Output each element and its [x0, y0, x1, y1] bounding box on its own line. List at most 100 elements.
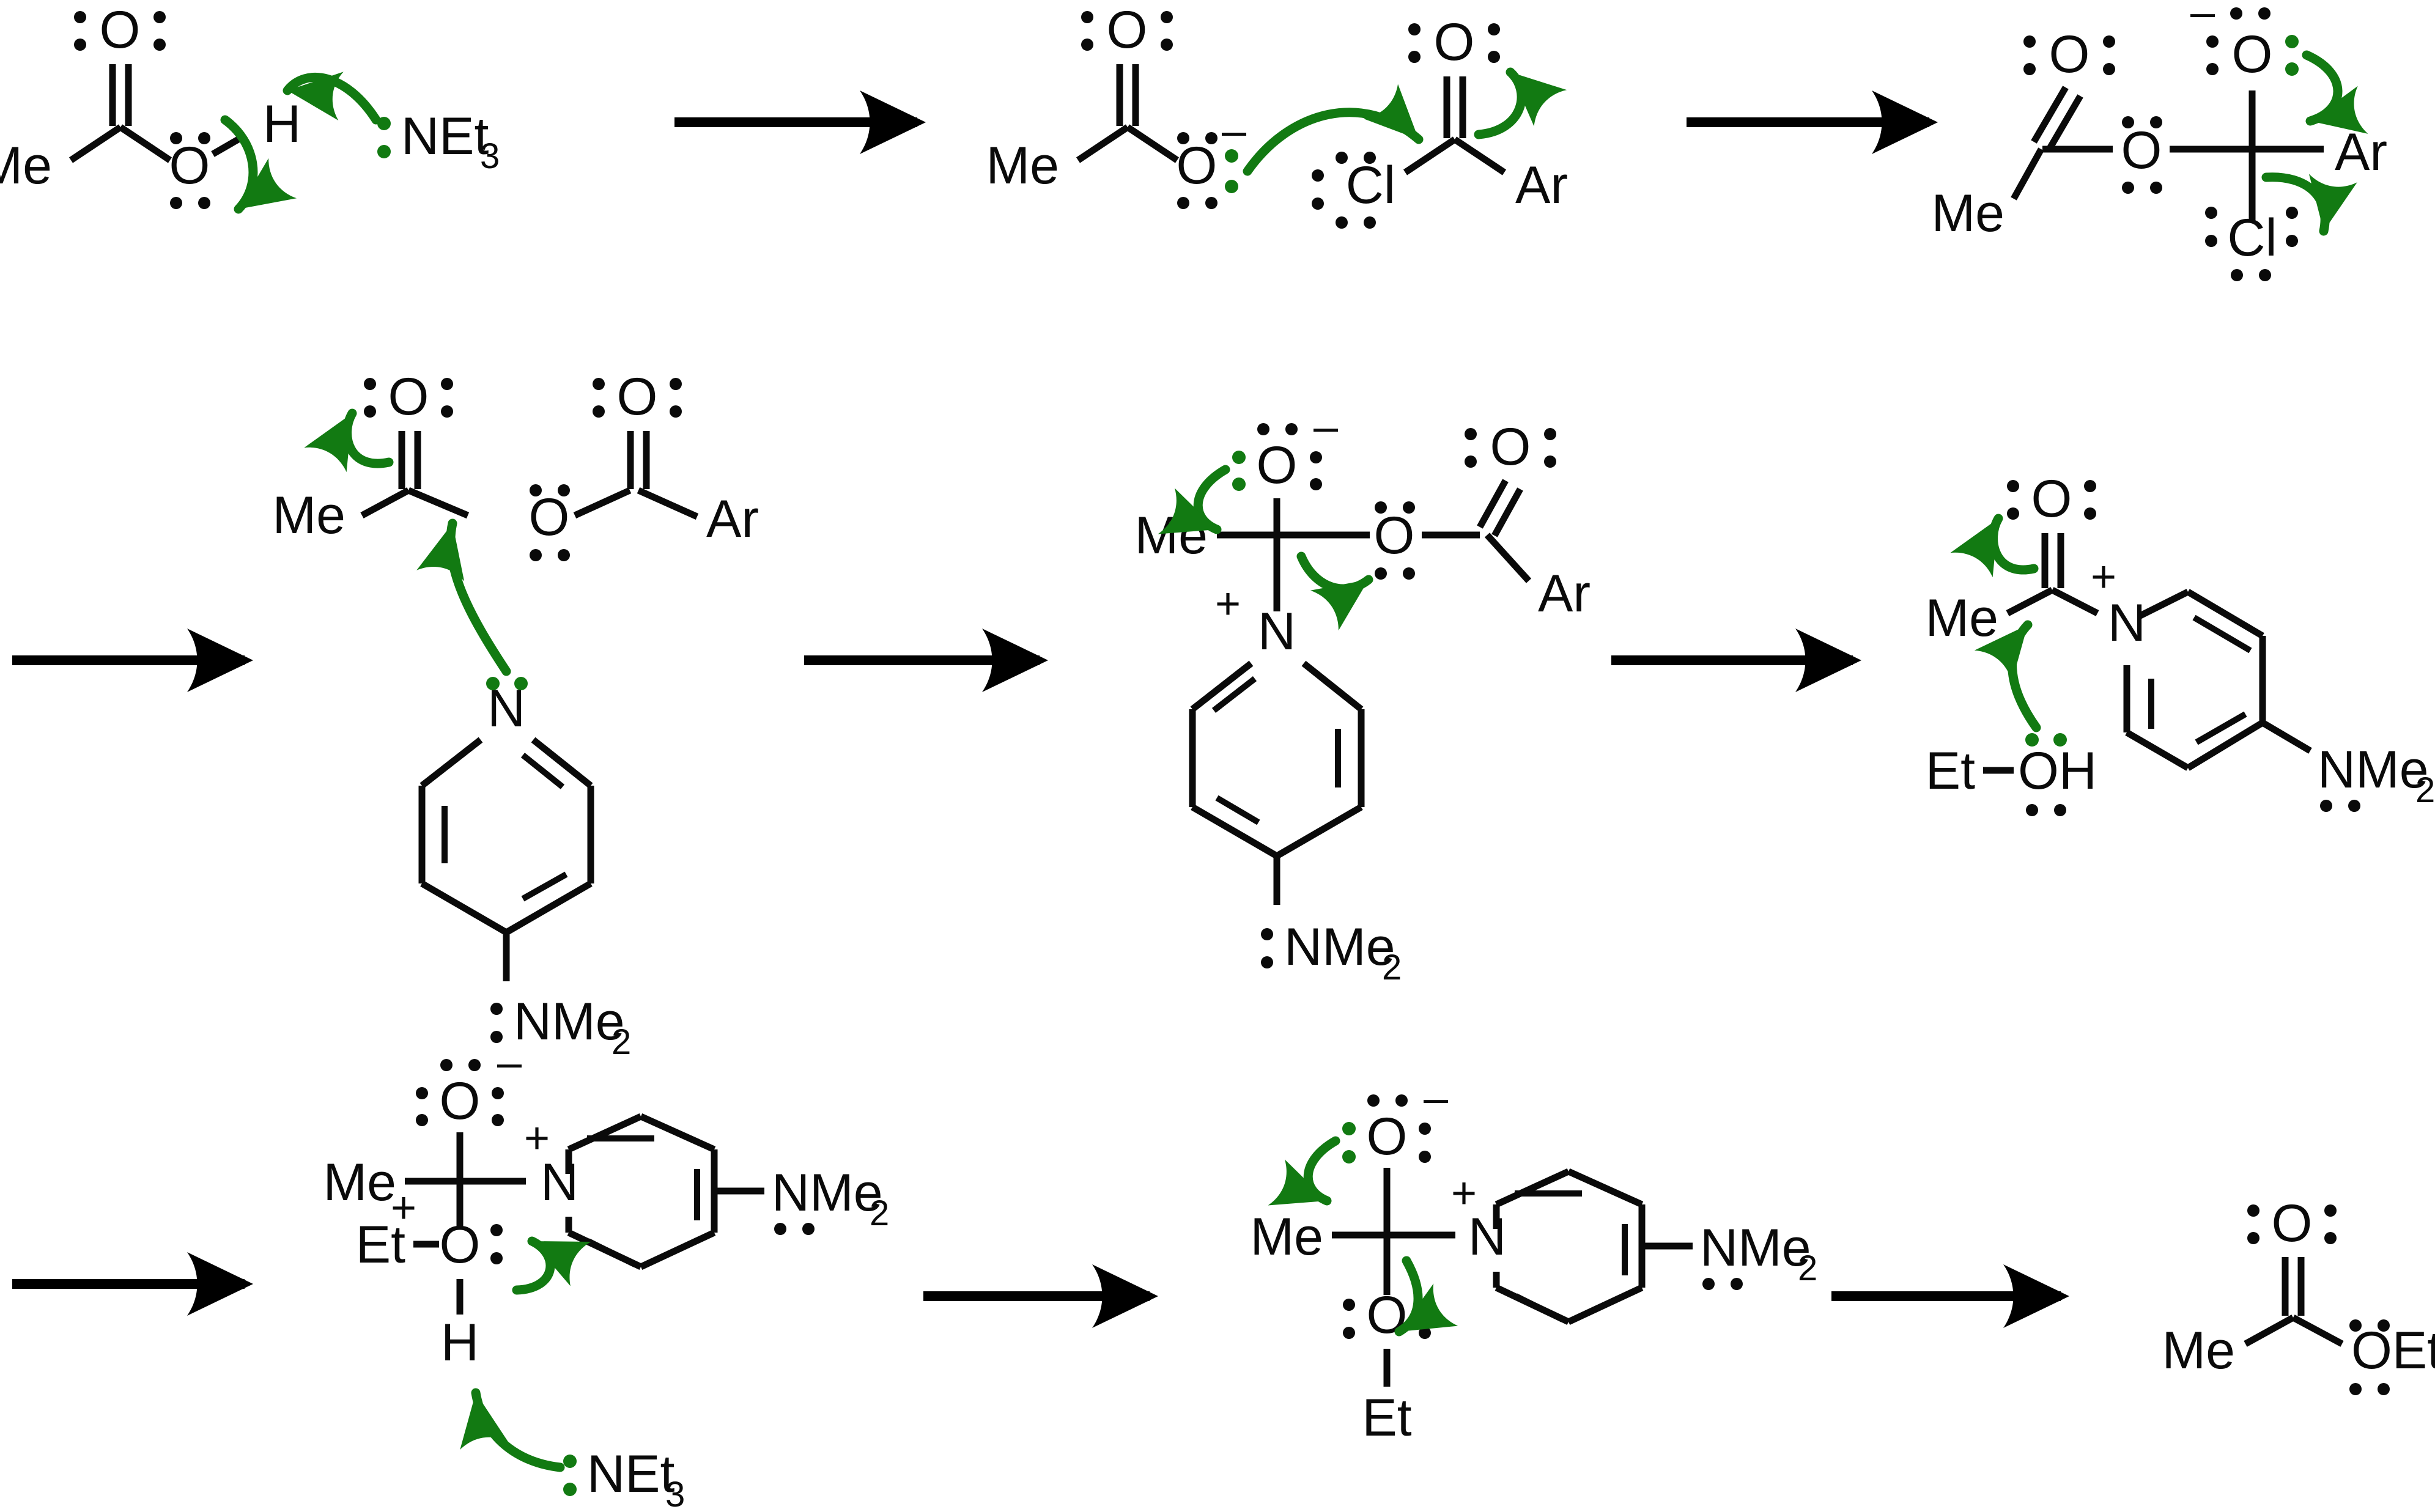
structure-tetrahedral-intermediate-dmap-anhydride: O – Me O O Ar N + [1135, 402, 1591, 987]
lone-pair-dot [2054, 804, 2066, 816]
lone-pair-dot [558, 549, 570, 561]
lone-pair-dot [593, 378, 605, 390]
ring-bond [639, 1113, 716, 1153]
atom-label-Et: Et [356, 1215, 405, 1274]
charge-plus: + [2091, 553, 2116, 602]
lone-pair-dot [1205, 197, 1218, 209]
single-bond-line [2050, 587, 2099, 616]
atom-label-O: O [1434, 13, 1475, 72]
lone-pair-dot [1177, 197, 1189, 209]
single-bond-line [2291, 1315, 2344, 1347]
atom-label-O: O [617, 367, 658, 426]
ring-bond [567, 1113, 643, 1153]
reaction-arrow [1687, 90, 1938, 154]
lone-pair-dot [2324, 1204, 2337, 1217]
lone-pair-dot [1310, 478, 1322, 490]
lone-pair-dot [468, 1059, 481, 1071]
ring-bond [2137, 589, 2190, 619]
ring-bond [1567, 1285, 1644, 1325]
lone-pair-dot [2122, 116, 2134, 128]
atom-label-NMe-subscript: 2 [612, 1022, 631, 1062]
lone-pair-dot [1257, 423, 1269, 435]
atom-label-N: N [1258, 602, 1296, 661]
lone-pair-dot [670, 405, 682, 418]
lone-pair-dot-green [1342, 1150, 1356, 1164]
lone-pair-dot [1343, 1299, 1355, 1311]
atom-label-O: O [2049, 25, 2090, 84]
charge-minus: – [497, 1038, 522, 1087]
lone-pair-dot [1312, 197, 1324, 210]
curved-arrow-carbonyl-pi-to-oxygen [342, 408, 394, 468]
lone-pair-dot [2247, 1232, 2259, 1244]
atom-label-O: O [1257, 436, 1298, 495]
lone-pair-dot [2324, 1232, 2337, 1244]
atom-label-NMe: NMe [2318, 740, 2429, 799]
lone-pair-dot [2286, 235, 2298, 247]
lone-pair-dot-green [2285, 62, 2299, 76]
lone-pair-dot [1419, 1327, 1431, 1339]
single-bond-line [1484, 533, 1532, 583]
lone-pair-dot [1081, 11, 1093, 23]
single-bond-line [637, 487, 699, 520]
lone-pair-dot [74, 11, 86, 23]
lone-pair-dot [490, 1224, 503, 1236]
atom-label-Me: Me [273, 486, 345, 545]
lone-pair-dot [364, 405, 376, 418]
structure-tetrahedral-intermediate-chloride: O Me O Ar O – Cl [1932, 0, 2387, 281]
ring-bond [1301, 660, 1364, 712]
atom-label-OEt: OEt [2351, 1321, 2435, 1380]
single-bond-line [1076, 124, 1130, 163]
lone-pair-dot [1408, 23, 1421, 35]
atom-label-Me: Me [323, 1153, 396, 1212]
lone-pair-dot [416, 1114, 428, 1126]
atom-label-Me: Me [1926, 589, 1998, 647]
lone-pair-dot [1364, 152, 1376, 164]
atom-label-N: N [1468, 1208, 1506, 1266]
structure-acetate-plus-aroyl-chloride: O Me O – O Cl Ar [986, 1, 1568, 229]
ring-inner-double-bond [521, 871, 568, 902]
curved-arrow-head [1363, 84, 1436, 157]
lone-pair-dot [1375, 501, 1387, 514]
ring-inner-double-bond [1211, 676, 1257, 713]
atom-label-NMe-subscript: 2 [2415, 770, 2435, 810]
atom-label-Me: Me [1932, 184, 2005, 243]
structure-zwitterionic-tetrahedral-intermediate: O – Me O + Et H N + NMe 2 [323, 1038, 890, 1512]
ring-inner-double-bond [1514, 1293, 1564, 1322]
lone-pair-dot [2007, 507, 2019, 520]
lone-pair-dot [2286, 207, 2298, 219]
single-bond-line [2261, 720, 2312, 754]
lone-pair-dot [1419, 1123, 1431, 1135]
lone-pair-dot [2122, 182, 2134, 194]
double-bond-line [2045, 94, 2083, 152]
lone-pair-dot [2026, 804, 2038, 816]
lone-pair-dot [2205, 235, 2217, 247]
lone-pair-dot-green [1225, 180, 1238, 193]
atom-label-Ar: Ar [1515, 156, 1568, 215]
single-bond-line [1403, 136, 1457, 175]
charge-plus: + [524, 1114, 550, 1163]
lone-pair-dot [2378, 1383, 2390, 1395]
lone-pair-dot [1336, 152, 1348, 164]
atom-label-Me: Me [1251, 1208, 1323, 1266]
atom-label-O: O [2121, 121, 2162, 180]
single-bond-line [573, 487, 632, 519]
lone-pair-dot [530, 549, 542, 561]
ring-bond [1567, 1168, 1644, 1208]
atom-label-OH: OH [2018, 742, 2097, 800]
curved-arrow-head [1494, 54, 1567, 127]
atom-label-Ar: Ar [706, 490, 759, 548]
lone-pair-dot [492, 1087, 504, 1099]
lone-pair-dot [1544, 455, 1556, 468]
single-bond-line [407, 487, 470, 519]
reaction-arrow [923, 1264, 1158, 1328]
curved-arrow-carbonyl-pi-to-oxygen [1989, 514, 2039, 575]
ring-bond [504, 880, 593, 935]
lone-pair-dot [1343, 1327, 1355, 1339]
lone-pair-dot [440, 1059, 453, 1071]
atom-label-Ar: Ar [1538, 564, 1591, 623]
structure-acetic-acid-plus-triethylamine: O Me O H NEt 3 [0, 1, 500, 229]
single-bond-line [211, 135, 242, 157]
lone-pair-dot [198, 197, 210, 209]
structure-ethyl-acetate-product: O Me OEt [2162, 1194, 2435, 1395]
